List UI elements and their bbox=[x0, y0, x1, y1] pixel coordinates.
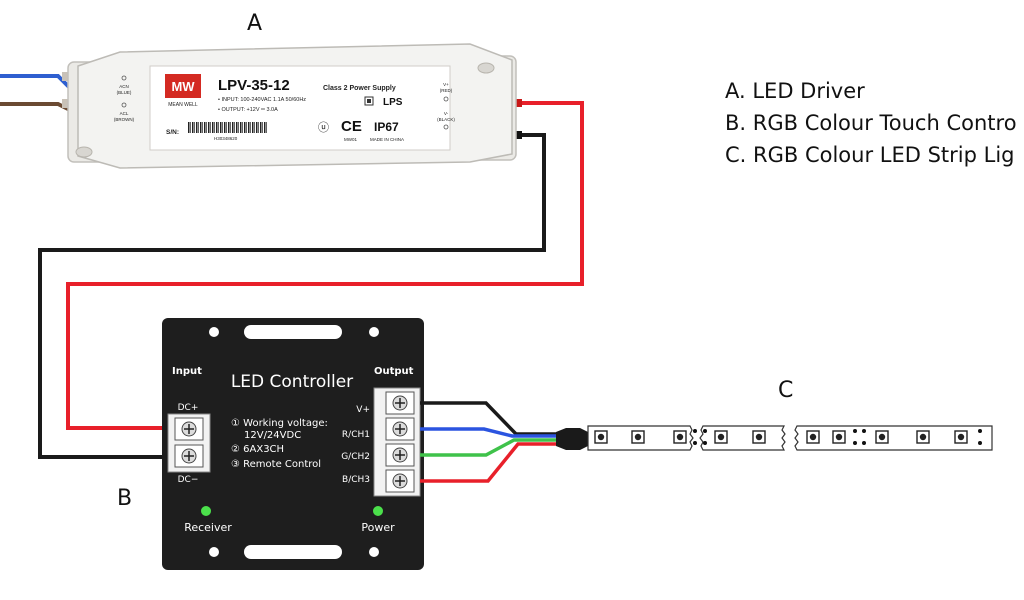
driver-acl: ACL bbox=[120, 111, 129, 116]
controller-power: Power bbox=[361, 521, 395, 534]
driver-made-in: MADE IN CHINA bbox=[370, 137, 404, 142]
controller-spec-2: ② 6AX3CH bbox=[231, 444, 284, 455]
driver-vminus-color: (BLACK) bbox=[437, 117, 455, 122]
logo-subtext: MEAN WELL bbox=[168, 102, 198, 108]
receiver-led bbox=[201, 506, 211, 516]
driver-vminus: V- bbox=[444, 111, 449, 116]
mains-wires bbox=[0, 72, 72, 112]
controller-dc-plus: DC+ bbox=[178, 403, 199, 413]
driver-ce: CE bbox=[341, 118, 362, 135]
barcode bbox=[188, 122, 268, 133]
label-c: C bbox=[778, 378, 793, 403]
controller-input-label: Input bbox=[172, 366, 202, 377]
controller-dc-minus: DC− bbox=[178, 475, 199, 485]
driver-serial: H30348620 bbox=[214, 136, 238, 141]
driver-lps: LPS bbox=[383, 97, 403, 108]
controller-out-g: G/CH2 bbox=[341, 452, 370, 462]
controller-out-v: V+ bbox=[356, 405, 370, 415]
label-a: A bbox=[247, 11, 262, 36]
legend-item-b: B. RGB Colour Touch Contro bbox=[725, 111, 1017, 135]
strip-solder-pads bbox=[693, 429, 982, 445]
driver-ip: IP67 bbox=[374, 120, 399, 134]
driver-mw01: MW01 bbox=[344, 137, 357, 142]
power-led bbox=[373, 506, 383, 516]
controller-out-b: B/CH3 bbox=[342, 475, 370, 485]
output-terminals bbox=[385, 391, 415, 493]
driver-acn-color: (BLUE) bbox=[117, 90, 132, 95]
meanwell-logo bbox=[165, 74, 201, 98]
strip-leds bbox=[594, 430, 968, 444]
legend-item-c: C. RGB Colour LED Strip Lig bbox=[725, 143, 1015, 167]
ul-mark-icon: ⓤ bbox=[318, 121, 329, 134]
driver-vplus: V+ bbox=[443, 82, 449, 87]
driver-vplus-color: (RED) bbox=[440, 88, 453, 93]
controller-output-label: Output bbox=[374, 366, 414, 377]
controller-title: LED Controller bbox=[231, 372, 353, 392]
controller-spec-3: ③ Remote Control bbox=[231, 459, 321, 470]
driver-acn: ACN bbox=[119, 84, 129, 89]
driver-model: LPV-35-12 bbox=[218, 77, 290, 94]
led-strip bbox=[587, 425, 993, 451]
legend-item-a: A. LED Driver bbox=[725, 79, 865, 103]
driver-input-spec: • INPUT: 100-240VAC 1.1A 50/60Hz bbox=[218, 97, 306, 103]
led-controller: LED Controller Input Output DC+ DC− ① Wo… bbox=[162, 318, 424, 570]
controller-out-r: R/CH1 bbox=[342, 430, 370, 440]
driver-acl-color: (BROWN) bbox=[114, 117, 135, 122]
led-driver: MW MEAN WELL LPV-35-12 Class 2 Power Sup… bbox=[67, 43, 517, 169]
driver-output-spec: • OUTPUT: +12V ═ 3.0A bbox=[218, 107, 278, 113]
controller-receiver: Receiver bbox=[184, 521, 232, 534]
driver-sn: S/N: bbox=[166, 129, 179, 136]
legend: A. LED Driver B. RGB Colour Touch Contro… bbox=[725, 79, 1017, 167]
logo-text: MW bbox=[171, 79, 195, 94]
controller-spec-1a: ① Working voltage: bbox=[231, 418, 328, 429]
controller-spec-1b: 12V/24VDC bbox=[244, 430, 301, 441]
driver-class: Class 2 Power Supply bbox=[323, 85, 396, 92]
rgb-wires bbox=[420, 401, 588, 483]
label-b: B bbox=[117, 486, 132, 511]
